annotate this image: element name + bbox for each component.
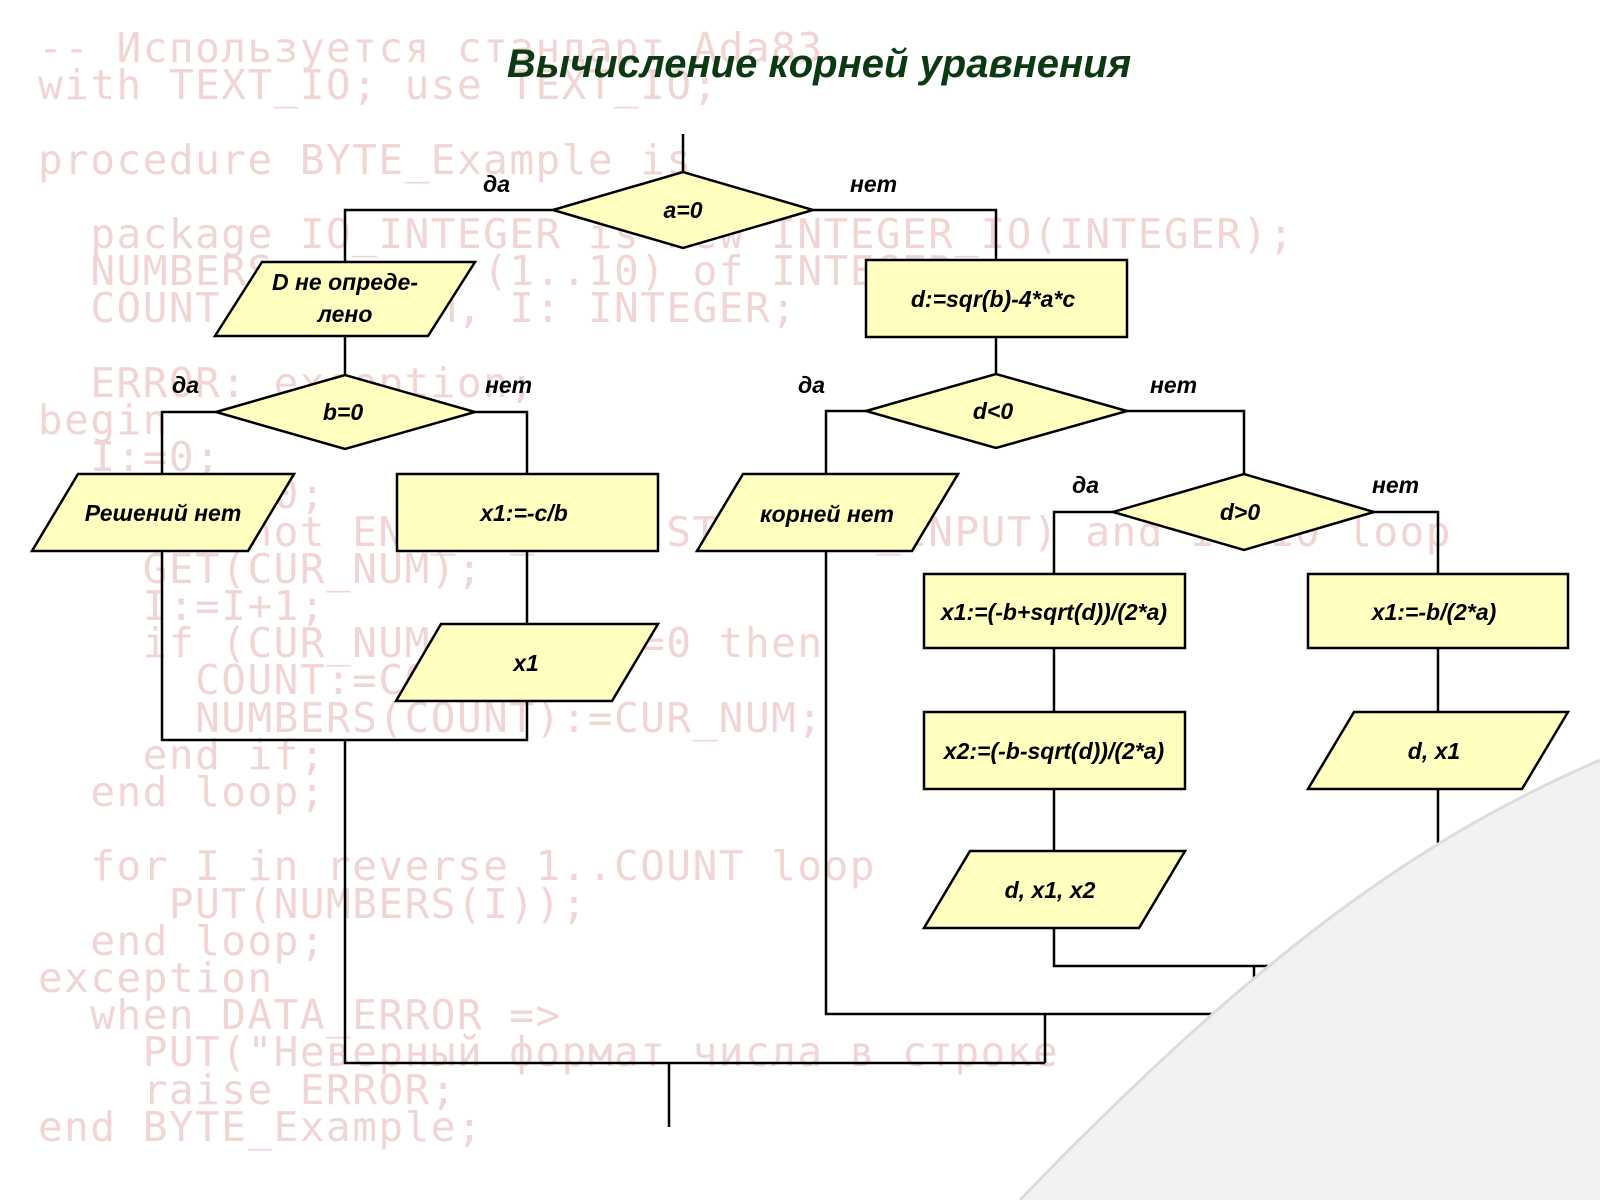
edge-label-a-no: нет (850, 171, 897, 197)
edge-label-a-yes: да (483, 171, 510, 197)
node-x2-root: x2:=(-b-sqrt(d))/(2*a) (922, 710, 1187, 791)
node-d-lt-0: d<0 (861, 372, 1132, 450)
page-title: Вычисление корней уравнения (506, 42, 1132, 86)
node-d-undefined: D не опреде- лено (212, 260, 478, 338)
node-label: d, x1 (1408, 738, 1460, 764)
node-label: x1:=-c/b (478, 500, 568, 526)
a-yes-line (343, 208, 553, 262)
edge-label-dlt-yes: да (798, 372, 825, 398)
node-label-line2: лено (317, 301, 373, 327)
b-yes-line (160, 410, 216, 474)
edge-label-b-yes: да (172, 372, 199, 398)
node-label: x1:=(-b+sqrt(d))/(2*a) (939, 599, 1167, 625)
edge-label-b-no: нет (485, 372, 532, 398)
node-label: d>0 (1220, 499, 1260, 525)
b-no-line (475, 410, 529, 474)
node-label: x1 (511, 650, 539, 676)
node-discriminant: d:=sqr(b)-4*a*c (864, 258, 1129, 339)
node-label: d:=sqr(b)-4*a*c (911, 286, 1075, 312)
node-label: d<0 (973, 398, 1013, 424)
edge-label-dlt-no: нет (1150, 372, 1197, 398)
node-label: корней нет (760, 501, 894, 527)
node-label: a=0 (663, 197, 702, 223)
node-d-gt-0: d>0 (1108, 472, 1379, 552)
node-label-line1: D не опреде- (272, 269, 418, 295)
edge-labels: да нет да нет да нет да нет (172, 171, 1419, 498)
node-no-solutions: Решений нет (29, 472, 297, 553)
node-x1-linear: x1:=-c/b (395, 472, 660, 553)
connectors (160, 134, 1440, 1127)
node-output-d-x1-x2: d, x1, x2 (921, 849, 1188, 930)
page-curl-decoration (1018, 758, 1600, 1200)
node-no-roots: корней нет (694, 472, 961, 553)
edge-label-dgt-yes: да (1072, 472, 1099, 498)
node-b-eq-0: b=0 (211, 373, 480, 451)
dgt-yes-line (1052, 510, 1113, 574)
edge-label-dgt-no: нет (1372, 472, 1419, 498)
dgt-no-line (1374, 510, 1440, 574)
dlt-no-line (1127, 409, 1246, 474)
node-output-x1: x1 (393, 622, 661, 703)
node-x1-double: x1:=-b/(2*a) (1306, 572, 1570, 650)
node-output-d-x1: d, x1 (1305, 710, 1571, 791)
node-label: Решений нет (85, 500, 242, 526)
node-label: x2:=(-b-sqrt(d))/(2*a) (942, 738, 1164, 764)
node-a-eq-0: a=0 (548, 170, 818, 250)
node-x1-root: x1:=(-b+sqrt(d))/(2*a) (922, 572, 1187, 650)
a-no-line (813, 208, 998, 260)
node-label: b=0 (323, 399, 363, 425)
node-label: d, x1, x2 (1005, 877, 1096, 903)
left-branch-down-line (343, 740, 1045, 1065)
node-label: x1:=-b/(2*a) (1370, 599, 1497, 625)
dlt-yes-line (824, 409, 866, 474)
no-roots-join-line (824, 551, 1254, 1016)
